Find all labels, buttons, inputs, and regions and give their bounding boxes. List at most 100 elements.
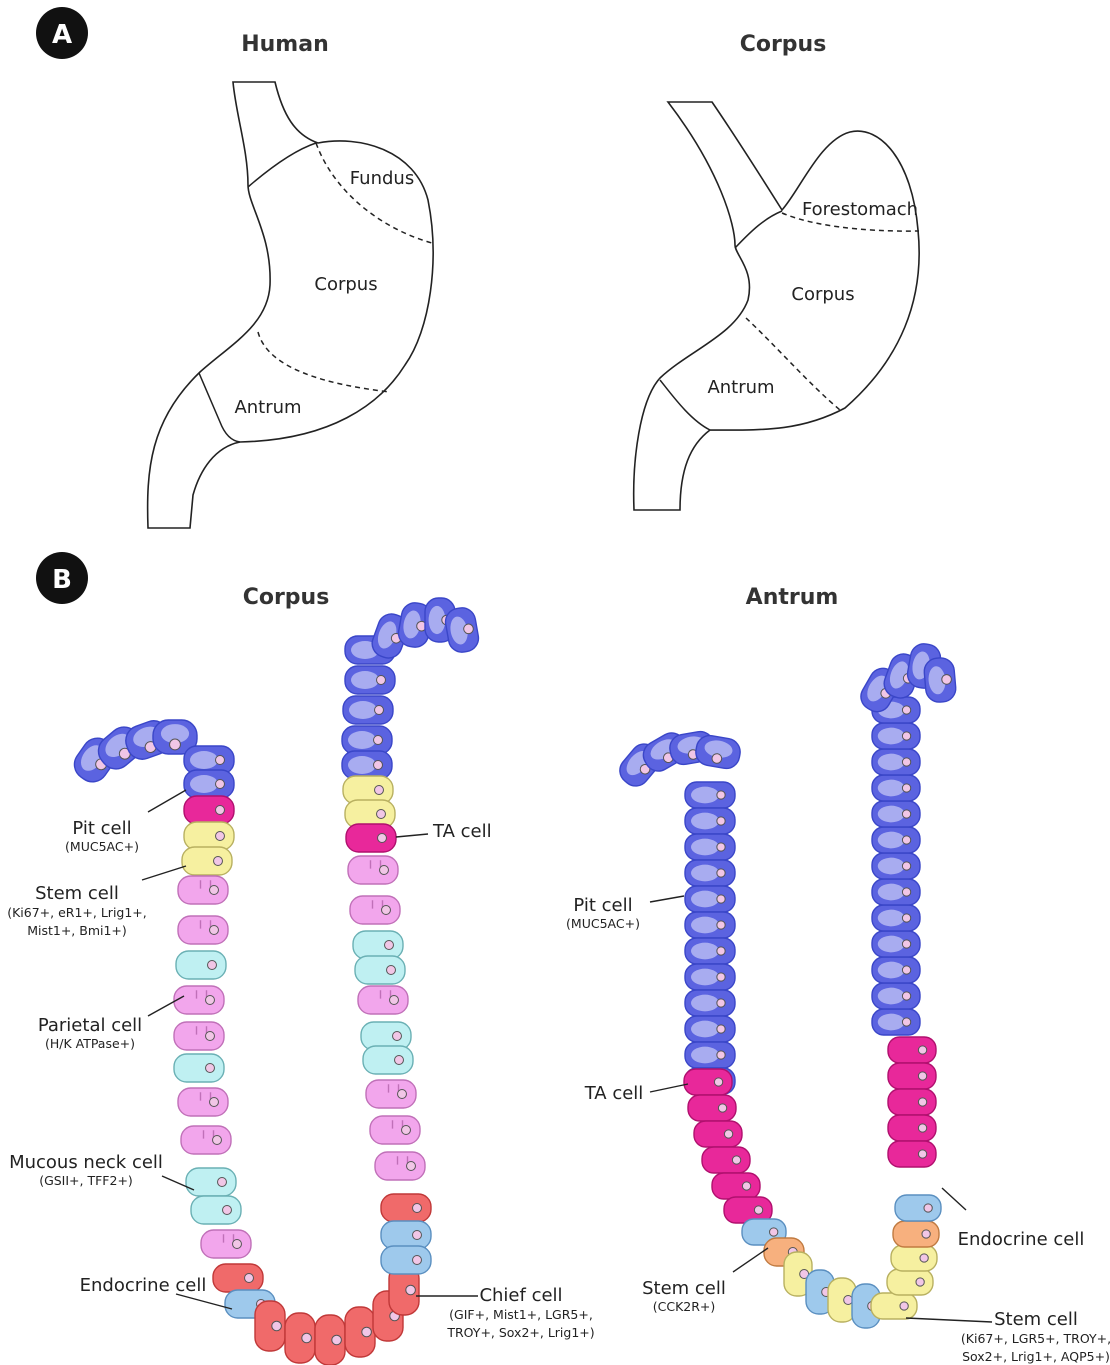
corpus-ta-cell-label: TA cell: [432, 821, 492, 842]
antrum-ta-cell: [888, 1089, 936, 1115]
corpus-pit-cell: [184, 770, 234, 798]
antrum-pit-cell: [872, 775, 920, 801]
antrum-ta-cell: [702, 1147, 750, 1173]
corpus-chief-cell: [381, 1194, 431, 1222]
antrum-stem-cell-deep-markers-1: (Ki67+, LGR5+, TROY+,: [961, 1331, 1110, 1346]
corpus-parietal-cell: [181, 1126, 231, 1154]
antrum-pit-cell: [685, 886, 735, 912]
corpus-chief-cell-label: Chief cell: [479, 1285, 562, 1306]
corpus-parietal-cell: [178, 1088, 228, 1116]
antrum-stem-cell-deep-markers-2: Sox2+, Lrig1+, AQP5+): [962, 1349, 1110, 1364]
corpus-parietal-cell: [350, 896, 400, 924]
antrum-pit-cell: [872, 957, 920, 983]
mouse-antrum-label: Antrum: [707, 377, 774, 398]
corpus-mucous-cell: [176, 951, 226, 979]
mouse-corpus-label: Corpus: [791, 284, 854, 305]
corpus-chief-cell: [255, 1301, 285, 1351]
corpus-mucous-cell: [363, 1046, 413, 1074]
antrum-pit-cell: [872, 827, 920, 853]
corpus-parietal-cell: [178, 916, 228, 944]
corpus-mucous-cell: [186, 1168, 236, 1196]
antrum-endocrine-cell-label: Endocrine cell: [958, 1229, 1085, 1250]
mouse-forestomach-label: Forestomach: [802, 199, 918, 220]
corpus-endocrine-cell: [381, 1221, 431, 1249]
antrum-stem-cell: [891, 1245, 937, 1271]
antrum-stem-cell-base-label: Stem cell: [642, 1278, 726, 1299]
corpus-pit-cell-label: Pit cell: [72, 818, 131, 839]
human-stomach-title: Human: [241, 32, 329, 57]
antrum-pit-cell: [872, 879, 920, 905]
corpus-chief-cell: [285, 1313, 315, 1363]
corpus-stem-cell: [184, 822, 234, 850]
panel-b-badge: B: [52, 565, 72, 595]
antrum-pit-cell-label: Pit cell: [573, 895, 632, 916]
corpus-mucous-cell: [353, 931, 403, 959]
corpus-parietal-cell-label: Parietal cell: [38, 1015, 142, 1036]
antrum-ta-cell: [688, 1095, 736, 1121]
antrum-pit-cell: [685, 834, 735, 860]
antrum-pit-cell: [872, 931, 920, 957]
corpus-pit-cell: [343, 696, 393, 724]
corpus-parietal-cell: [201, 1230, 251, 1258]
antrum-pit-cell: [872, 801, 920, 827]
corpus-parietal-cell: [370, 1116, 420, 1144]
corpus-stem-cell-markers-1: (Ki67+, eR1+, Lrig1+,: [7, 905, 147, 920]
antrum-ta-cell: [888, 1037, 936, 1063]
mouse-stomach-title: Corpus: [740, 32, 827, 57]
corpus-parietal-cell: [178, 876, 228, 904]
human-antrum-label: Antrum: [234, 397, 301, 418]
corpus-pit-cell: [345, 666, 395, 694]
corpus-pit-cell: [443, 606, 480, 655]
antrum-stem-cell: [887, 1269, 933, 1295]
corpus-pit-cell: [342, 726, 392, 754]
antrum-pit-cell: [872, 905, 920, 931]
antrum-gland-title: Antrum: [746, 585, 839, 610]
corpus-stem-cell-markers-2: Mist1+, Bmi1+): [27, 923, 127, 938]
corpus-chief-cell-markers-2: TROY+, Sox2+, Lrig1+): [446, 1325, 594, 1340]
panel-b: B Corpus Antrum Pit cell (MUC5AC+) Stem …: [7, 552, 1110, 1365]
corpus-ta-cell: [346, 824, 396, 852]
corpus-pit-cell: [342, 751, 392, 779]
antrum-pit-cell: [685, 938, 735, 964]
antrum-ta-cell: [888, 1115, 936, 1141]
corpus-endocrine-cell: [381, 1246, 431, 1274]
antrum-stem-cell: [895, 1195, 941, 1221]
antrum-pit-cell: [685, 990, 735, 1016]
human-corpus-label: Corpus: [314, 274, 377, 295]
corpus-parietal-cell: [358, 986, 408, 1014]
corpus-mucous-neck-cell-label: Mucous neck cell: [9, 1152, 163, 1173]
corpus-mucous-neck-cell-markers: (GSII+, TFF2+): [39, 1173, 133, 1188]
antrum-stem-cell: [871, 1293, 917, 1319]
antrum-stem-cell: [893, 1221, 939, 1247]
corpus-gland-title: Corpus: [243, 585, 330, 610]
corpus-chief-cell-markers-1: (GIF+, Mist1+, LGR5+,: [449, 1307, 593, 1322]
antrum-ta-cell: [684, 1069, 732, 1095]
corpus-stem-cell: [182, 847, 232, 875]
antrum-gland-cells: [614, 642, 956, 1328]
antrum-pit-cell: [694, 733, 743, 770]
antrum-pit-cell: [872, 749, 920, 775]
corpus-ta-cell: [184, 796, 234, 824]
antrum-pit-cell: [685, 782, 735, 808]
antrum-pit-cell: [685, 912, 735, 938]
corpus-chief-cell: [315, 1315, 345, 1365]
corpus-parietal-cell: [348, 856, 398, 884]
corpus-mucous-cell: [355, 956, 405, 984]
panel-a: A Human Corpus Fundus Corpus Antrum Fore…: [36, 7, 919, 528]
mouse-stomach-diagram: Forestomach Corpus Antrum: [634, 102, 919, 510]
corpus-mucous-cell: [174, 1054, 224, 1082]
corpus-chief-cell: [213, 1264, 263, 1292]
corpus-endocrine-cell-label: Endocrine cell: [80, 1275, 207, 1296]
antrum-pit-cell: [685, 1042, 735, 1068]
corpus-gland-labels: Pit cell (MUC5AC+) Stem cell (Ki67+, eR1…: [7, 790, 594, 1340]
corpus-chief-cell: [345, 1307, 375, 1357]
antrum-pit-cell: [923, 657, 957, 703]
human-stomach-diagram: Fundus Corpus Antrum: [148, 82, 433, 528]
antrum-pit-cell: [685, 964, 735, 990]
antrum-ta-cell: [888, 1141, 936, 1167]
antrum-pit-cell: [685, 860, 735, 886]
corpus-parietal-cell: [366, 1080, 416, 1108]
corpus-gland-cells: [68, 598, 480, 1365]
antrum-stem-cell-deep-label: Stem cell: [994, 1309, 1078, 1330]
